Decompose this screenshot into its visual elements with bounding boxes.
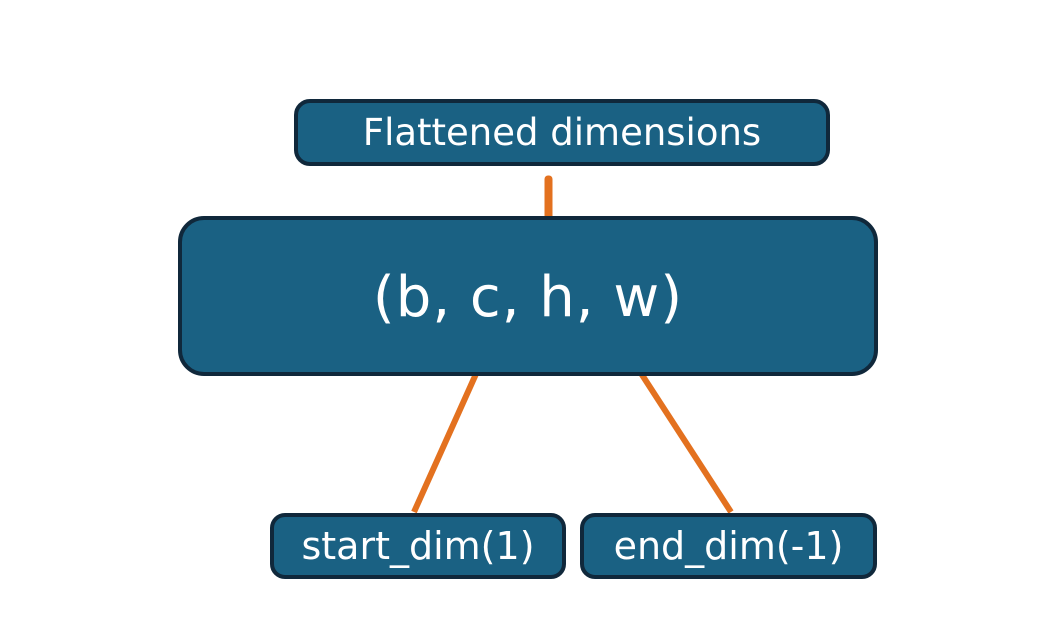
node-tensor-shape[interactable]: (b, c, h, w)	[178, 216, 878, 376]
node-start-dim-label: start_dim(1)	[301, 524, 535, 568]
node-tensor-shape-label: (b, c, h, w)	[372, 265, 684, 330]
node-flattened-dimensions-label: Flattened dimensions	[362, 111, 762, 154]
node-start-dim[interactable]: start_dim(1)	[270, 513, 566, 579]
node-end-dim-label: end_dim(-1)	[613, 524, 844, 568]
node-end-dim[interactable]: end_dim(-1)	[580, 513, 877, 579]
node-flattened-dimensions[interactable]: Flattened dimensions	[294, 99, 830, 166]
